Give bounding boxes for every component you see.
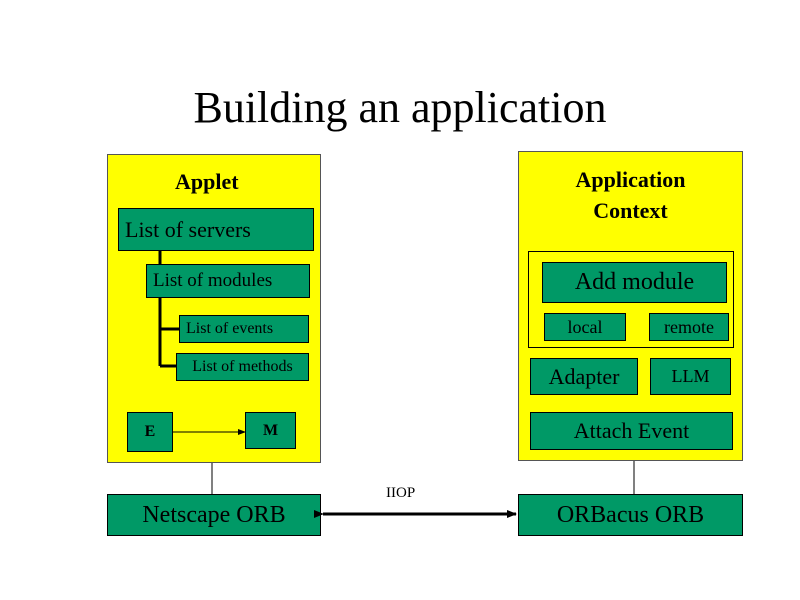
app-context-label-line2: Context: [593, 198, 668, 223]
add-module-box: Add module: [542, 262, 727, 303]
e-box: E: [127, 412, 173, 452]
slide-title: Building an application: [193, 83, 607, 132]
netscape-orb-box: Netscape ORB: [107, 494, 321, 536]
orbacus-orb-box: ORBacus ORB: [518, 494, 743, 536]
list-of-modules-box: List of modules: [146, 264, 310, 298]
m-box: M: [245, 412, 296, 449]
app-context-label-line1: Application: [575, 167, 686, 192]
llm-box: LLM: [650, 358, 731, 395]
list-of-events-box: List of events: [179, 315, 309, 343]
module-frame: [528, 251, 734, 348]
list-of-servers-box: List of servers: [118, 208, 314, 251]
iiop-label: IIOP: [386, 485, 416, 501]
applet-panel: [107, 154, 321, 463]
remote-box: remote: [649, 313, 729, 341]
attach-event-box: Attach Event: [530, 412, 733, 450]
list-of-methods-box: List of methods: [176, 353, 309, 381]
app-context-panel: [518, 151, 743, 461]
adapter-box: Adapter: [530, 358, 638, 395]
local-box: local: [544, 313, 626, 341]
applet-label: Applet: [175, 169, 239, 194]
